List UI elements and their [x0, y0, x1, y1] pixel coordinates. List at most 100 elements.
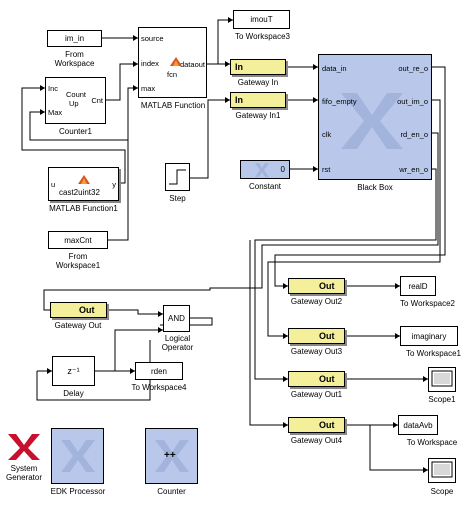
scope1-screen-icon — [431, 370, 453, 387]
gateway-in-text: In — [235, 62, 243, 72]
bb-rst-port: rst — [322, 165, 331, 174]
delay-label: Delay — [63, 389, 84, 398]
matlab1-logo-icon — [78, 175, 90, 184]
matlab-dataout-port: dataout — [179, 60, 205, 69]
to-workspace-text: dataAvb — [403, 420, 433, 430]
bb-out-im-port: out_im_o — [397, 97, 428, 106]
matlab-function-block[interactable]: source index max dataout fcn — [138, 27, 207, 98]
matlab-fcn-text: fcn — [167, 70, 178, 79]
bb-wr-en-port: wr_en_o — [399, 165, 428, 174]
matlab-function-label: MATLAB Function — [140, 101, 206, 110]
counter1-label: Counter1 — [59, 127, 92, 136]
matlab-logo-icon — [170, 57, 182, 66]
logical-operator-text: AND — [168, 314, 185, 323]
constant-label: Constant — [248, 182, 282, 191]
edk-processor-block[interactable] — [51, 428, 104, 484]
counter1-max-port: Max — [48, 108, 63, 117]
gateway-out4-label: Gateway Out4 — [290, 436, 343, 445]
gateway-out1-text: Out — [319, 374, 335, 384]
matlab-function1-label: MATLAB Function1 — [49, 204, 118, 213]
bb-fifo-empty-port: fifo_empty — [322, 97, 357, 106]
counter1-up-text: Up — [69, 99, 79, 108]
edk-xilinx-icon — [61, 440, 95, 472]
gateway-out-label: Gateway Out — [54, 321, 102, 330]
to-workspace1-block[interactable]: imaginary — [400, 326, 458, 346]
to-workspace4-label: To Workspace4 — [131, 383, 187, 392]
gateway-out3-text: Out — [319, 331, 335, 341]
step-block[interactable] — [165, 163, 190, 191]
bb-out-re-port: out_re_o — [398, 64, 428, 73]
gateway-in-block[interactable]: In — [230, 59, 286, 75]
matlab-max-port: max — [141, 84, 156, 93]
counter1-cnt-port: Cnt — [91, 96, 103, 105]
bb-rd-en-port: rd_en_o — [400, 130, 428, 139]
gateway-out-block[interactable]: Out — [50, 302, 107, 318]
step-label: Step — [169, 194, 186, 203]
gateway-in-label: Gateway In — [237, 78, 279, 87]
to-workspace4-block[interactable]: rden — [135, 362, 183, 380]
scope1-block[interactable] — [428, 367, 456, 392]
to-workspace1-text: imaginary — [411, 331, 447, 341]
gateway-in1-label: Gateway In1 — [235, 111, 281, 120]
to-workspace1-label: To Workspace1 — [406, 349, 461, 358]
from-workspace1-text: maxCnt — [64, 235, 92, 245]
constant-block[interactable]: 0 — [240, 160, 290, 179]
from-workspace1-block[interactable]: maxCnt — [48, 231, 108, 249]
scope-screen-icon — [431, 461, 453, 478]
to-workspace2-block[interactable]: realD — [400, 276, 436, 296]
to-workspace2-label: To Workspace2 — [400, 299, 455, 308]
counter-label: Counter — [157, 487, 186, 496]
gateway-in1-block[interactable]: In — [230, 92, 286, 108]
counter-text: ++ — [164, 450, 176, 461]
counter-block[interactable]: ++ — [145, 428, 198, 484]
matlab-source-port: source — [141, 34, 164, 43]
bb-data-in-port: data_in — [322, 64, 347, 73]
bb-clk-port: clk — [322, 130, 332, 139]
gateway-out2-label: Gateway Out2 — [290, 297, 343, 306]
from-workspace-im-in-text: im_in — [64, 34, 85, 43]
scope-block[interactable] — [428, 458, 456, 483]
gateway-out2-block[interactable]: Out — [288, 278, 345, 294]
from-workspace-im-in-block[interactable]: im_in — [47, 30, 102, 47]
counter-xilinx-icon — [155, 440, 189, 472]
delay-block[interactable]: z⁻¹ — [52, 356, 95, 386]
black-box-block[interactable]: data_in fifo_empty clk rst out_re_o out_… — [318, 54, 432, 180]
gateway-out1-label: Gateway Out1 — [290, 390, 343, 399]
gateway-in1-text: In — [235, 95, 243, 105]
gateway-out1-block[interactable]: Out — [288, 371, 345, 387]
matlab1-y-port: y — [112, 180, 116, 189]
counter1-count-text: Count — [66, 90, 87, 99]
constant-xilinx-icon — [255, 163, 269, 177]
matlab1-u-port: u — [51, 180, 56, 189]
matlab-index-port: index — [141, 59, 159, 68]
system-generator-block[interactable] — [6, 432, 42, 462]
matlab-function1-block[interactable]: u y cast2uint32 — [48, 167, 119, 201]
to-workspace-label: To Workspace — [406, 438, 458, 447]
gateway-out3-block[interactable]: Out — [288, 328, 345, 344]
gateway-out2-text: Out — [319, 281, 335, 291]
counter1-inc-port: Inc — [48, 84, 59, 93]
edk-processor-label: EDK Processor — [50, 487, 106, 496]
logical-operator-block[interactable]: AND — [163, 305, 190, 332]
to-workspace4-text: rden — [150, 366, 167, 376]
to-workspace2-text: realD — [408, 281, 428, 291]
delay-text: z⁻¹ — [67, 365, 80, 376]
gateway-out4-text: Out — [319, 420, 335, 430]
to-workspace3-block[interactable]: imouT — [233, 10, 290, 29]
xilinx-watermark-icon — [341, 93, 403, 149]
xilinx-logo-icon — [8, 434, 40, 460]
to-workspace3-text: imouT — [250, 15, 273, 24]
gateway-out-text: Out — [79, 305, 95, 315]
to-workspace-block[interactable]: dataAvb — [398, 415, 438, 435]
gateway-out3-label: Gateway Out3 — [290, 347, 343, 356]
counter1-block[interactable]: Inc Max Count Up Cnt — [45, 77, 106, 124]
matlab1-center-text: cast2uint32 — [59, 188, 100, 197]
gateway-out4-block[interactable]: Out — [288, 417, 345, 433]
constant-value-text: 0 — [280, 165, 285, 174]
scope-label: Scope — [430, 487, 454, 496]
black-box-label: Black Box — [357, 183, 393, 192]
